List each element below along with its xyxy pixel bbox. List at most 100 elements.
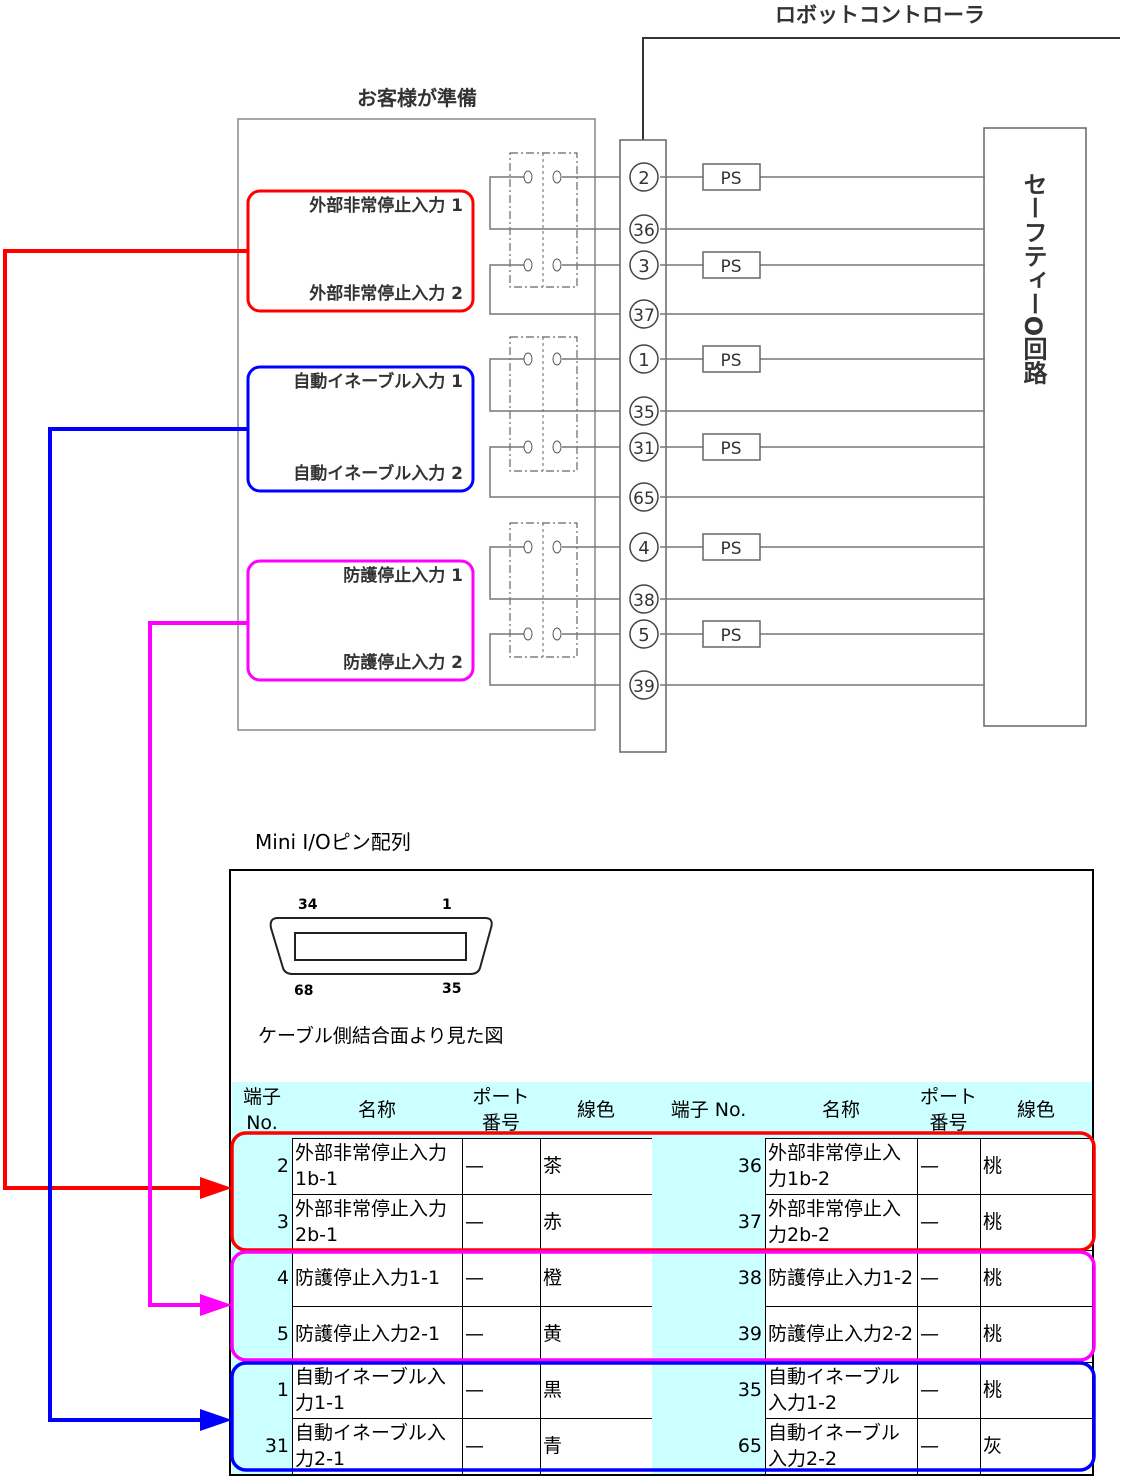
pin-label-34: 34 — [298, 897, 318, 913]
pin-label-68: 68 — [294, 983, 313, 999]
contact-wire — [489, 358, 620, 412]
table-cell: — — [462, 1138, 541, 1195]
table-cell: 黒 — [540, 1362, 653, 1419]
table-cell-text: 桃 — [983, 1155, 1003, 1177]
table-header: ポート番号 — [917, 1082, 981, 1139]
contact-wire — [489, 446, 620, 498]
ps-box — [702, 163, 761, 191]
table-cell: 橙 — [540, 1250, 653, 1307]
terminal-circle — [629, 619, 659, 649]
table-cell: 桃 — [980, 1138, 1093, 1195]
table-cell: 65 — [652, 1418, 766, 1475]
table-cell: 38 — [652, 1250, 766, 1307]
contact-wire — [489, 633, 620, 686]
table-cell-text: — — [465, 1379, 484, 1401]
table-cell-text: 3 — [276, 1211, 289, 1233]
table-cell-text: 自動イネーブル入力2-1 — [295, 1422, 446, 1470]
table-cell-text: 黄 — [543, 1323, 563, 1345]
table-cell-text: 外部非常停止入力1b-2 — [768, 1142, 902, 1190]
table-cell-text: 黒 — [543, 1379, 563, 1401]
table-cell: 自動イネーブル入力1-2 — [765, 1362, 918, 1419]
table-cell: 桃 — [980, 1362, 1093, 1419]
input-group-box — [246, 559, 475, 682]
input-label: 自動イネーブル入力 1 — [293, 371, 463, 392]
table-cell-text: — — [465, 1267, 484, 1289]
contact-icon — [523, 170, 533, 184]
table-cell-text: 4 — [276, 1267, 289, 1289]
contact-wire — [489, 546, 620, 600]
table-cell-text: 桃 — [983, 1379, 1003, 1401]
table-header: 線色 — [540, 1082, 653, 1139]
table-cell: 桃 — [980, 1194, 1093, 1251]
contact-wire — [489, 264, 620, 315]
table-header: 端子 No. — [652, 1082, 766, 1139]
table-cell-text: 防護停止入力1-2 — [768, 1267, 914, 1289]
table-cell: 防護停止入力2-1 — [292, 1306, 463, 1363]
ps-box — [702, 620, 761, 648]
table-cell-text: 桃 — [983, 1323, 1003, 1345]
table-cell: 自動イネーブル入力2-2 — [765, 1418, 918, 1475]
table-cell: 39 — [652, 1306, 766, 1363]
table-cell: — — [917, 1362, 981, 1419]
ps-box — [702, 345, 761, 373]
table-cell: 外部非常停止入力1b-1 — [292, 1138, 463, 1195]
terminal-number: 31 — [633, 439, 655, 459]
table-cell-text: 桃 — [983, 1211, 1003, 1233]
table-header-text: 名称 — [357, 1099, 396, 1121]
input-label: 自動イネーブル入力 2 — [293, 463, 463, 484]
table-header-text: 名称 — [821, 1099, 860, 1121]
table-header-text: 線色 — [576, 1099, 615, 1121]
contact-icon — [552, 258, 562, 272]
table-cell: 青 — [540, 1418, 653, 1475]
table-header: ポート番号 — [462, 1082, 541, 1139]
terminal-number: 65 — [633, 489, 655, 509]
ps-label: PS — [720, 539, 741, 559]
connector-icon — [269, 917, 493, 975]
table-cell: 桃 — [980, 1250, 1093, 1307]
contact-icon — [552, 627, 562, 641]
table-header: 名称 — [765, 1082, 918, 1139]
pin-label-1: 1 — [442, 897, 452, 913]
terminal-block — [619, 139, 667, 753]
ps-label: PS — [720, 257, 741, 277]
ps-box — [702, 533, 761, 561]
table-header-text: 線色 — [1016, 1099, 1055, 1121]
pinout-title: Mini I/Oピン配列 — [255, 830, 411, 854]
contact-icon — [523, 627, 533, 641]
table-cell-text: — — [465, 1211, 484, 1233]
table-cell-text: 防護停止入力2-1 — [295, 1323, 441, 1345]
table-cell: — — [917, 1418, 981, 1475]
table-cell-text: 桃 — [983, 1267, 1003, 1289]
table-cell-text: — — [920, 1155, 939, 1177]
table-cell: 外部非常停止入力2b-1 — [292, 1194, 463, 1251]
terminal-number: 5 — [638, 625, 649, 646]
terminal-number: 39 — [633, 677, 655, 697]
controller-label: ロボットコントローラ — [775, 3, 985, 27]
table-cell: 36 — [652, 1138, 766, 1195]
table-cell-text: 外部非常停止入力2b-2 — [768, 1198, 902, 1246]
table-cell-text: 2 — [276, 1155, 289, 1177]
table-cell-text: 35 — [737, 1379, 762, 1401]
safety-circuit-label: セーフティーO回路 — [1019, 172, 1047, 385]
ps-box — [702, 433, 761, 461]
terminal-circle — [629, 344, 659, 374]
customer-label: お客様が準備 — [357, 86, 477, 110]
table-cell: 防護停止入力2-2 — [765, 1306, 918, 1363]
terminal-number: 37 — [633, 306, 655, 326]
table-cell: — — [917, 1250, 981, 1307]
table-cell: 外部非常停止入力1b-2 — [765, 1138, 918, 1195]
table-cell: 茶 — [540, 1138, 653, 1195]
table-cell-text: 1 — [276, 1379, 289, 1401]
table-cell-text: 39 — [737, 1323, 762, 1345]
table-cell-text: 青 — [543, 1435, 563, 1457]
table-cell: 35 — [652, 1362, 766, 1419]
table-cell: 4 — [232, 1250, 293, 1307]
table-cell: 1 — [232, 1362, 293, 1419]
table-cell-text: — — [920, 1323, 939, 1345]
table-cell-text: 36 — [737, 1155, 762, 1177]
table-cell-text: 38 — [737, 1267, 762, 1289]
terminal-number: 35 — [633, 403, 655, 423]
terminal-circle — [629, 162, 659, 192]
table-header-text: 端子No. — [242, 1086, 281, 1134]
terminal-number: 3 — [638, 256, 649, 277]
